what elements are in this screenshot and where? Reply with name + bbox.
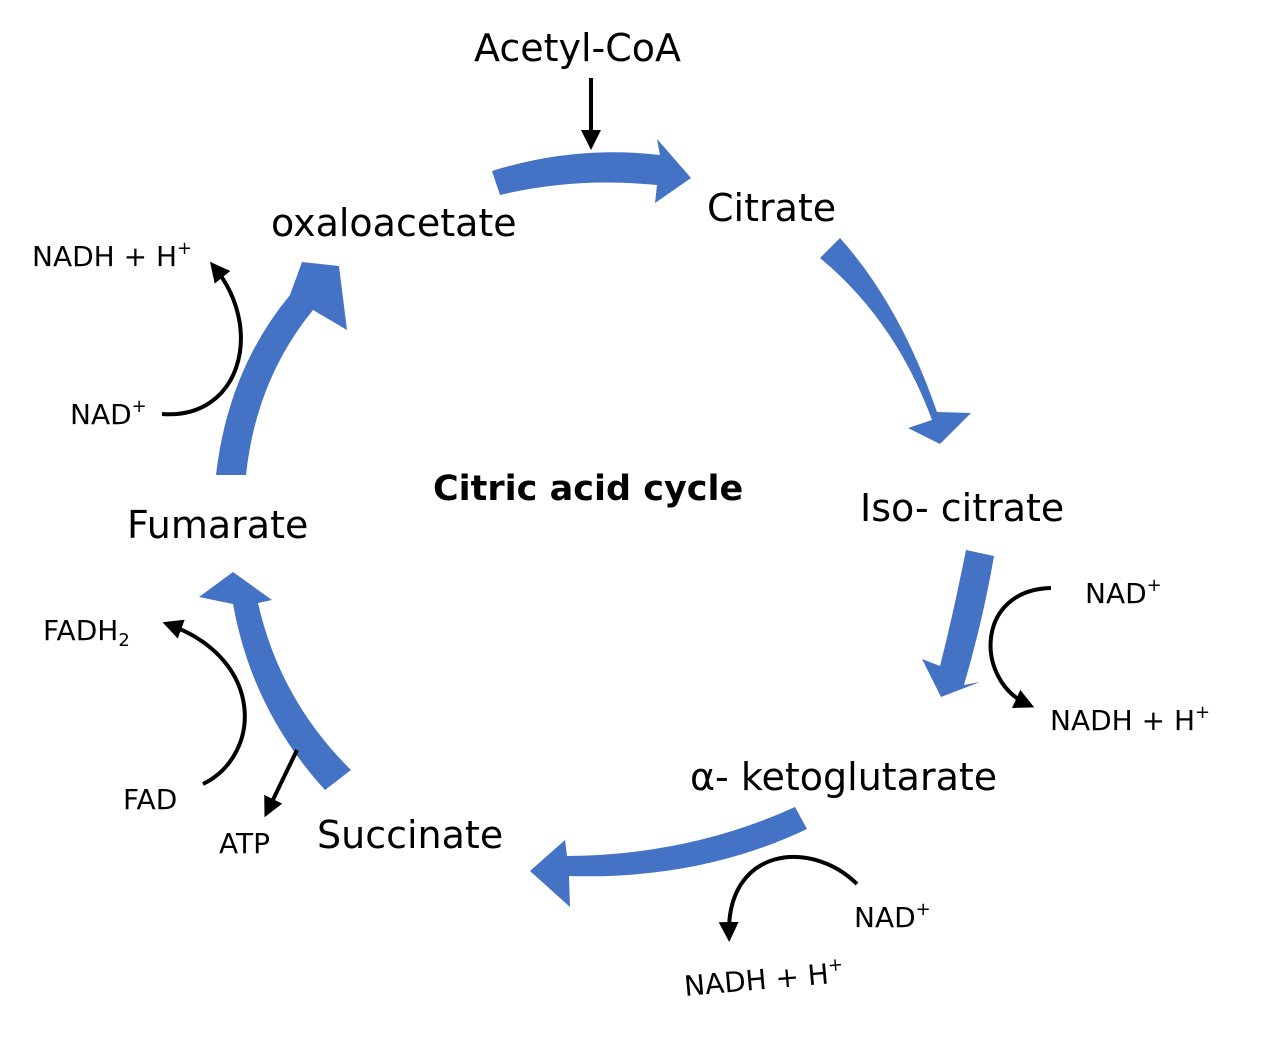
isocitrate-cofactor-arrow — [988, 586, 1052, 709]
fumarate-fad-label: FAD — [123, 783, 177, 816]
ketoglutarate-nadh-label: NADH + H+ — [683, 954, 846, 1003]
succinate-label: Succinate — [317, 813, 503, 857]
succinate-atp-label: ATP — [219, 827, 270, 860]
diagram-title: Citric acid cycle — [433, 469, 743, 509]
fumarate-cofactor-arrow — [162, 619, 247, 786]
isocitrate-nad-label: NAD+ — [1085, 575, 1162, 610]
succinate-atp-arrow — [264, 749, 299, 818]
cycle-arrow-succinate-to-fumarate — [199, 572, 351, 790]
cycle-arrow-isocitrate-to-ketoglutarate — [922, 550, 994, 697]
acetyl-coa-label: Acetyl-CoA — [474, 26, 681, 70]
cycle-arrow-fumarate-to-oxaloacetate — [216, 262, 347, 475]
ketoglutarate-cofactor-arrow — [718, 854, 859, 942]
oxaloacetate-nadh-label: NADH + H+ — [32, 238, 192, 273]
ketoglutarate-label: α- ketoglutarate — [690, 755, 997, 799]
fumarate-fadh2-label: FADH2 — [43, 614, 130, 651]
isocitrate-nadh-label: NADH + H+ — [1050, 702, 1210, 737]
cofactor-arrows — [161, 78, 1052, 942]
cycle-arrow-oxaloacetate-to-citrate — [492, 139, 691, 203]
cycle-arrow-citrate-to-isocitrate — [820, 238, 971, 444]
fumarate-label: Fumarate — [127, 503, 308, 547]
cycle-arrow-ketoglutarate-to-succinate — [530, 807, 807, 907]
oxaloacetate-cofactor-arrow — [161, 261, 243, 417]
isocitrate-label: Iso- citrate — [860, 486, 1064, 530]
cycle-arrows — [199, 139, 994, 907]
oxaloacetate-nad-label: NAD+ — [70, 396, 147, 431]
citrate-label: Citrate — [707, 186, 836, 230]
ketoglutarate-nad-label: NAD+ — [854, 899, 931, 934]
oxaloacetate-label: oxaloacetate — [271, 201, 517, 245]
